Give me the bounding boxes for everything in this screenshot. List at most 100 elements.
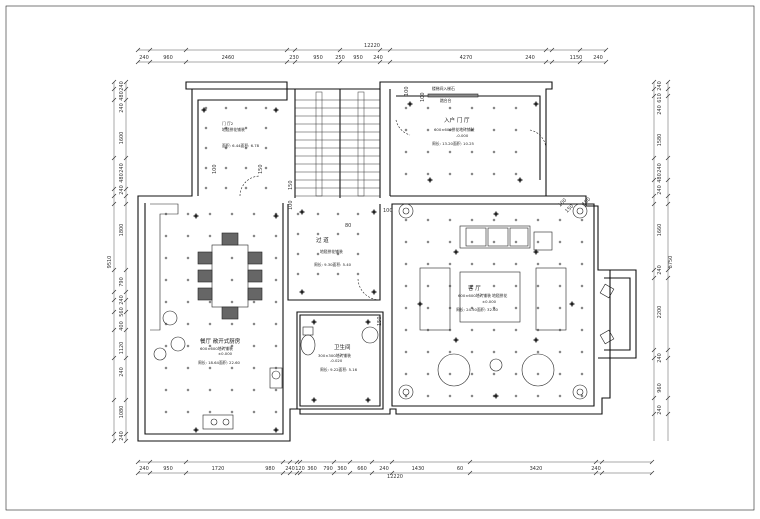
opening-dim-label: 100 [212,164,218,174]
tile-mark [492,218,496,222]
tile-mark [404,150,408,154]
tile-mark [186,278,190,282]
corridor-name: 过 道 [316,236,329,244]
tile-mark [208,212,212,216]
right-segment-label: 1580 [657,134,663,147]
bottom-segment-label: 120 [295,466,305,472]
tile-mark [404,284,408,288]
tile-mark [558,240,562,244]
dining-area: 周长: 18.64面积: 22.60 [198,360,240,365]
bottom-segment-label: 60 [457,466,463,472]
tile-mark [356,232,360,236]
tile-mark [274,322,278,326]
tile-mark [252,300,256,304]
left-segment-label: 560 [119,307,125,317]
tile-mark [264,146,268,150]
bathroom-area: 周长: 9.22面积: 5.16 [320,367,358,372]
tile-mark [514,218,518,222]
bottom-segment-label: 240 [285,466,295,472]
dining-table [211,244,249,308]
tile-mark [492,372,496,376]
ceiling-light [517,177,523,183]
tile-mark [426,306,430,310]
ceiling-light [273,107,279,113]
tile-mark [252,366,256,370]
tile-mark [224,166,228,170]
water-heater [269,367,283,389]
tile-mark [514,150,518,154]
tile-mark [164,410,168,414]
tile-mark [274,410,278,414]
entry-hall2-name: 门 厅2 [222,121,234,126]
tile-mark [514,106,518,110]
top-total-dim: 12220 [364,43,380,49]
tile-mark [492,306,496,310]
toilet [300,334,316,356]
living-finish: 600×600地砖铺装 地毯拼花 [458,293,507,298]
ceiling-light [311,397,317,403]
ceiling-light [365,319,371,325]
dining-elev: ±0.000 [218,351,233,356]
bottom-segment-label: 660 [357,466,367,472]
ceiling-light [493,211,499,217]
tile-mark [164,278,168,282]
tile-mark [244,166,248,170]
tile-mark [208,344,212,348]
tile-mark [426,372,430,376]
kitchen-counter [150,203,179,331]
tile-mark [208,410,212,414]
tile-mark [514,128,518,132]
tile-mark [296,272,300,276]
right-segment-label: 960 [657,383,663,393]
tile-mark [274,234,278,238]
right-segment-label: 240 [657,163,663,173]
tile-mark [186,322,190,326]
tile-mark [470,284,474,288]
tile-mark [426,394,430,398]
tile-mark [252,234,256,238]
tile-mark [448,150,452,154]
tile-mark [426,350,430,354]
tile-mark [316,252,320,256]
tile-mark [316,212,320,216]
tile-mark [470,172,474,176]
tile-mark [252,344,256,348]
tile-mark [580,262,584,266]
living-name: 客 厅 [468,284,481,292]
tile-mark [514,284,518,288]
top-segment-label: 230 [289,55,299,61]
tile-mark [470,262,474,266]
left-segment-label: 480 [119,91,125,101]
top-segment-label: 950 [313,55,323,61]
tile-mark [536,262,540,266]
tile-mark [204,146,208,150]
tile-mark [404,372,408,376]
tile-mark [244,126,248,130]
tile-mark [186,212,190,216]
tile-mark [204,186,208,190]
tile-mark [186,300,190,304]
ceiling-light [371,289,377,295]
tile-mark [492,240,496,244]
ceiling-light [427,177,433,183]
right-segment-label: 240 [657,405,663,415]
tile-mark [274,344,278,348]
opening-dim-label: 100 [383,208,393,214]
left-segment-label: 480 [119,173,125,183]
tile-mark [536,284,540,288]
tile-mark [448,128,452,132]
tile-mark [580,306,584,310]
tile-mark [426,172,430,176]
opening-dim-label: 150 [564,203,575,214]
tile-mark [558,262,562,266]
left-segment-label: 240 [119,367,125,377]
tile-mark [558,284,562,288]
tile-mark [296,252,300,256]
top-segment-label: 2460 [222,55,235,61]
tile-mark [558,372,562,376]
tile-mark [274,278,278,282]
ceiling-light [273,213,279,219]
tile-mark [426,150,430,154]
